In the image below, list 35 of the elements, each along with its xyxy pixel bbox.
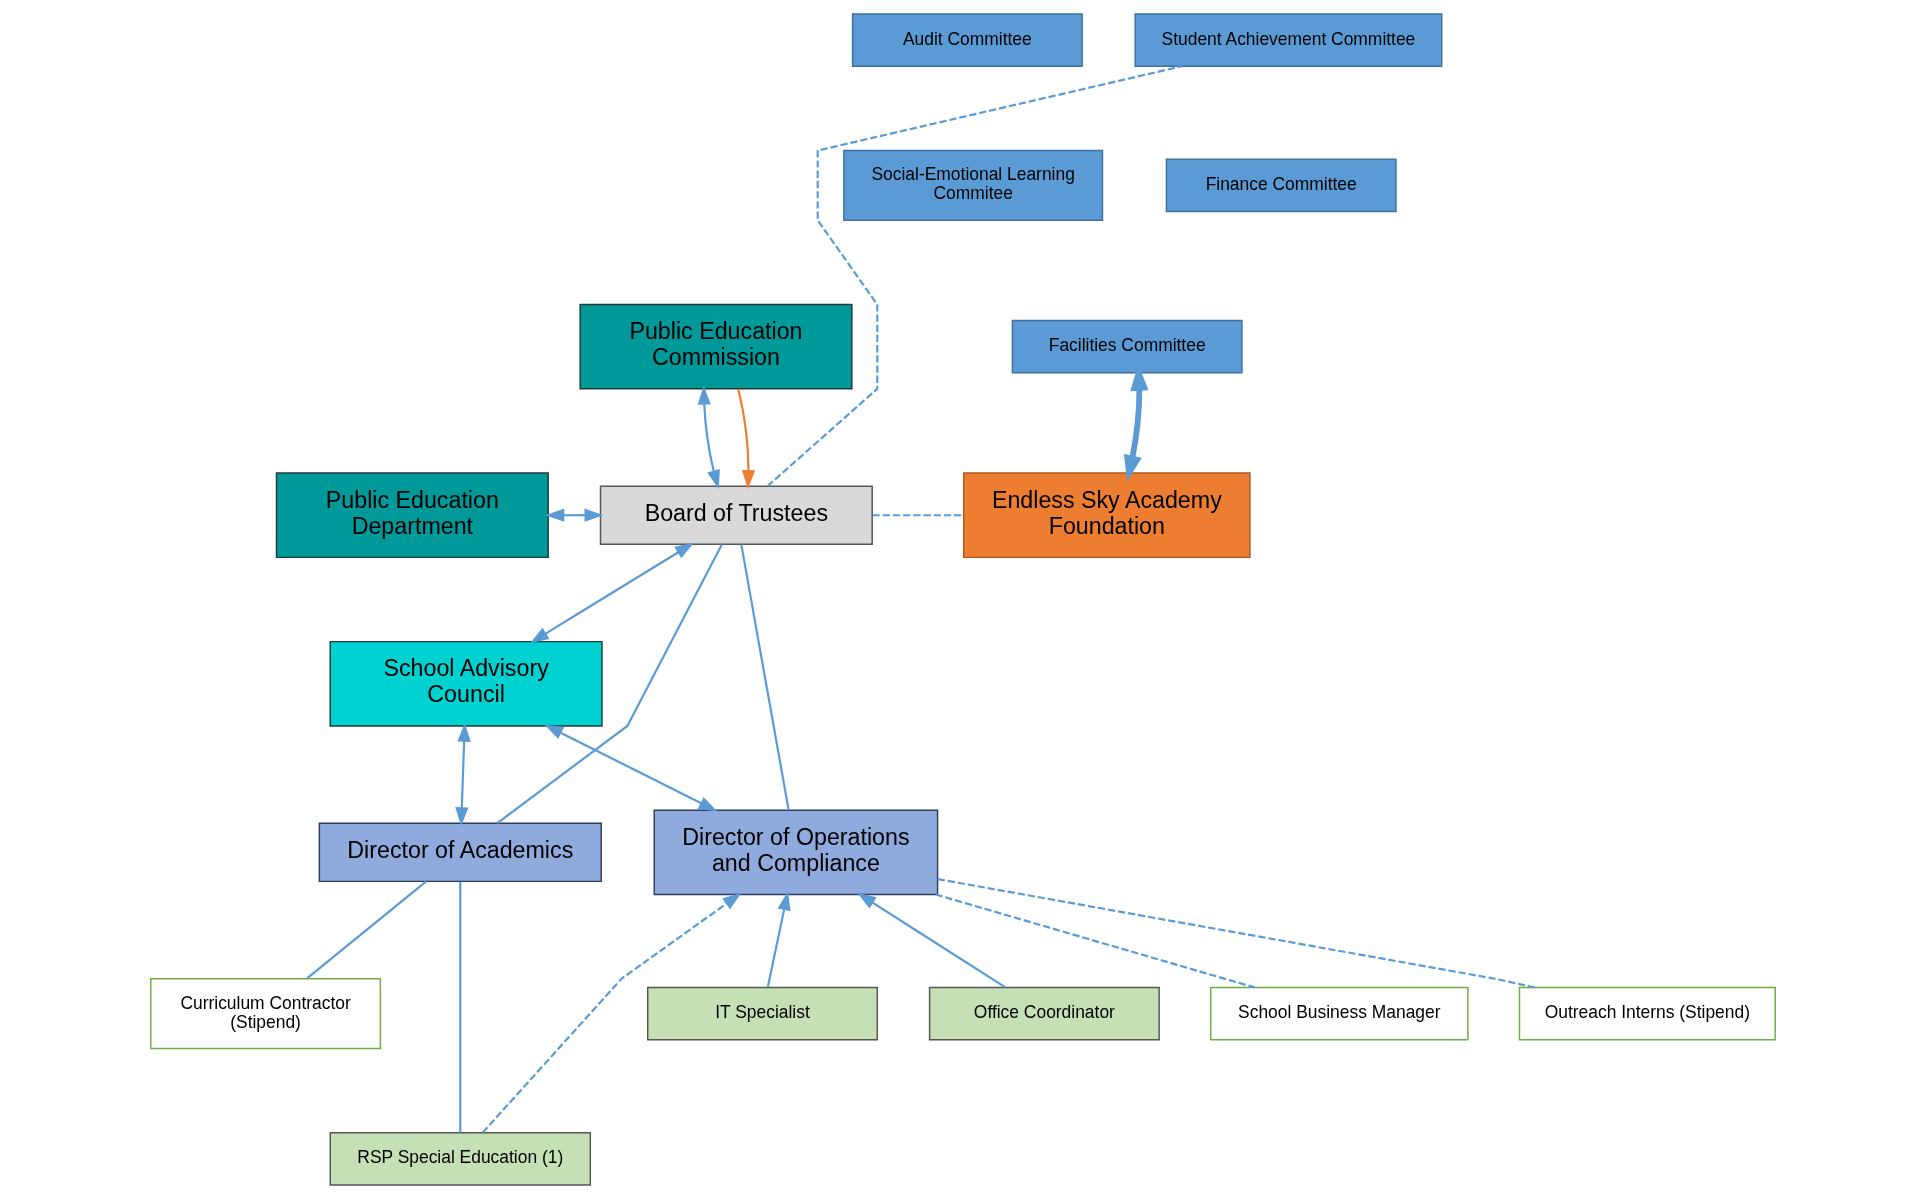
connector xyxy=(935,893,1255,989)
node-box: Director of Academics xyxy=(318,822,602,883)
connector xyxy=(305,880,427,980)
node-box: IT Specialist xyxy=(646,986,878,1041)
node-box: Audit Committee xyxy=(851,13,1083,67)
node-box: Board of Trustees xyxy=(599,485,873,545)
arrow xyxy=(454,722,471,827)
node-box: School Business Manager xyxy=(1209,986,1469,1041)
connector xyxy=(739,544,790,811)
node-box: Finance Committee xyxy=(1165,158,1397,213)
node-box: Curriculum Contractor (Stipend) xyxy=(149,978,381,1050)
connector xyxy=(766,65,1182,487)
arrow xyxy=(766,891,791,988)
arrow xyxy=(481,892,741,1134)
arrow xyxy=(697,385,720,489)
node-box: School Advisory Council xyxy=(329,640,603,727)
node-box: Facilities Committee xyxy=(1011,319,1243,374)
node-box: Outreach Interns (Stipend) xyxy=(1518,986,1776,1041)
node-box: Public Education Department xyxy=(275,472,549,559)
arrow xyxy=(544,508,603,522)
arrow xyxy=(529,542,694,644)
node-box: Office Coordinator xyxy=(928,986,1160,1041)
node-box: Endless Sky Academy Foundation xyxy=(962,472,1251,559)
node-box: Student Achievement Committee xyxy=(1133,13,1442,67)
arrow xyxy=(543,724,717,812)
node-box: Social-Emotional Learning Commitee xyxy=(842,149,1103,221)
connector xyxy=(496,543,723,824)
node-box: RSP Special Education (1) xyxy=(329,1132,591,1186)
node-box: Public Education Commission xyxy=(578,303,853,390)
connector xyxy=(458,881,461,1133)
node-box: Director of Operations and Compliance xyxy=(653,809,938,896)
connector xyxy=(872,514,964,517)
arrow xyxy=(736,388,755,490)
arrow xyxy=(856,892,1006,989)
connector xyxy=(937,878,1535,989)
